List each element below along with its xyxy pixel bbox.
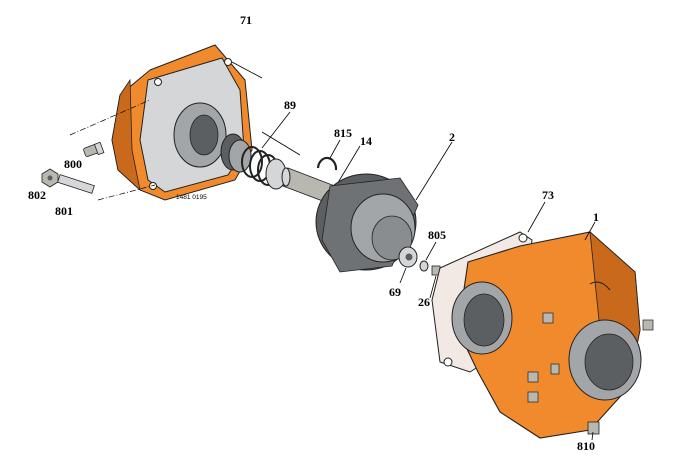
label-800: 800 [64,157,82,171]
part-71-bracket: 1481 0195 [111,44,253,201]
fastener-801-stud [57,174,95,194]
label-815: 815 [334,126,352,140]
bracket-hole [154,78,162,86]
bracket-hole [224,58,232,66]
fastener-802 [41,168,59,188]
part-810-drain-plug [587,421,600,435]
part-89-seal [220,133,287,190]
label-805: 805 [428,228,446,242]
label-14: 14 [360,134,372,148]
label-801: 801 [55,204,73,218]
part-815-circlip [316,156,338,171]
label-71: 71 [240,13,252,27]
label-810: 810 [577,439,595,453]
label-69: 69 [389,285,401,299]
label-73: 73 [542,188,554,202]
axis-line [97,184,156,201]
part-805-washer [419,260,429,272]
fastener-800 [83,141,105,157]
part-69-nut [398,246,418,268]
label-802: 802 [28,188,46,202]
part-1-housing [451,231,654,439]
label-1: 1 [593,210,599,224]
label-89: 89 [284,98,296,112]
label-2: 2 [449,130,455,144]
bracket-orange-rim [111,78,141,192]
part-2-impeller [315,173,419,273]
caption-part-number: 1481 0195 [176,194,207,201]
axis-line [69,99,151,136]
bracket-bore-inner [189,114,219,156]
label-26: 26 [418,295,430,309]
bracket-hole [149,182,157,190]
